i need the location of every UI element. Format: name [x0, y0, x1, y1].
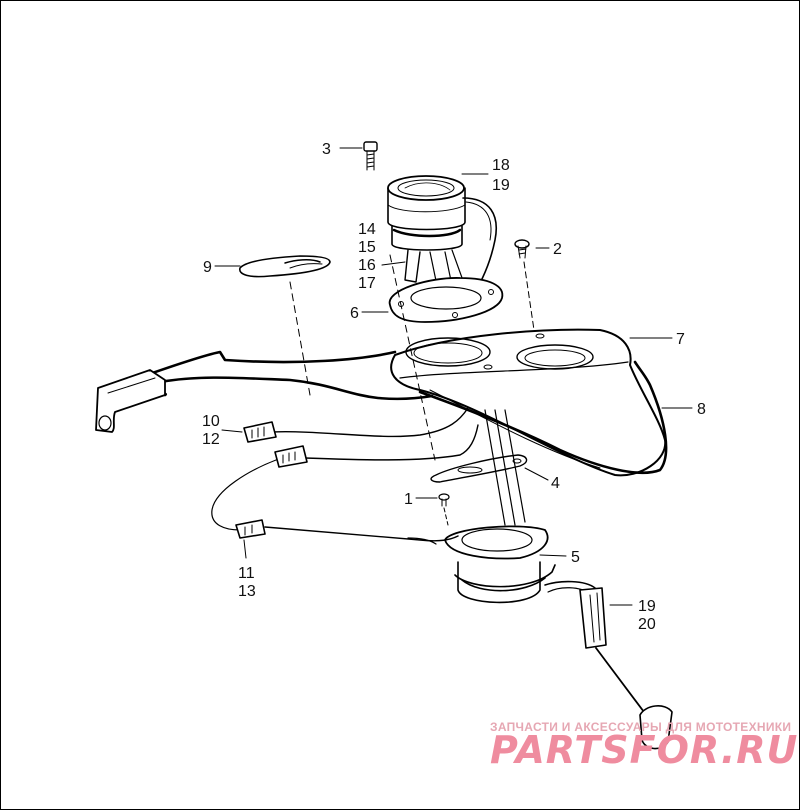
callout-14: 14 [358, 221, 376, 238]
screw-3 [363, 141, 378, 171]
leader-lines [214, 147, 693, 606]
callout-6: 6 [350, 305, 359, 322]
callout-7: 7 [676, 331, 685, 348]
callout-12: 12 [202, 431, 220, 448]
callout-15: 15 [358, 239, 376, 256]
callout-9: 9 [203, 259, 212, 276]
watermark-tagline: ЗАПЧАСТИ И АКСЕССУАРЫ ДЛЯ МОТОТЕХНИКИ [490, 720, 791, 734]
fuel-sender [444, 409, 556, 604]
wire-harness [211, 407, 479, 545]
console-body [390, 328, 667, 477]
callout-11: 11 [238, 565, 255, 582]
callout-19-top: 19 [492, 177, 510, 194]
plate-4 [430, 454, 528, 483]
callout-2: 2 [553, 241, 562, 258]
callout-18: 18 [492, 157, 510, 174]
callout-4: 4 [551, 475, 560, 492]
console-bracket [95, 369, 166, 433]
console-gasket [108, 350, 668, 475]
callout-20: 20 [638, 616, 656, 633]
watermark: ЗАПЧАСТИ И АКСЕССУАРЫ ДЛЯ МОТОТЕХНИКИ PA… [490, 720, 798, 772]
callout-1: 1 [404, 491, 413, 508]
gauge-assembly [387, 175, 497, 301]
callout-3: 3 [322, 141, 331, 158]
screw-2 [514, 239, 535, 331]
callout-19-bottom: 19 [638, 598, 656, 615]
float-arm [544, 580, 673, 750]
watermark-brand: PARTSFOR.RU [490, 728, 798, 772]
callout-labels: 3 2 18 19 14 15 16 17 9 6 7 8 10 12 4 1 … [202, 141, 706, 633]
callout-16: 16 [358, 257, 376, 274]
callout-8: 8 [697, 401, 706, 418]
callout-5: 5 [571, 549, 580, 566]
gauge-gasket [389, 277, 504, 323]
cap-9 [239, 255, 331, 278]
callout-17: 17 [358, 275, 376, 292]
callout-13: 13 [238, 583, 256, 600]
screw-1 [438, 493, 450, 526]
callout-10: 10 [202, 413, 220, 430]
